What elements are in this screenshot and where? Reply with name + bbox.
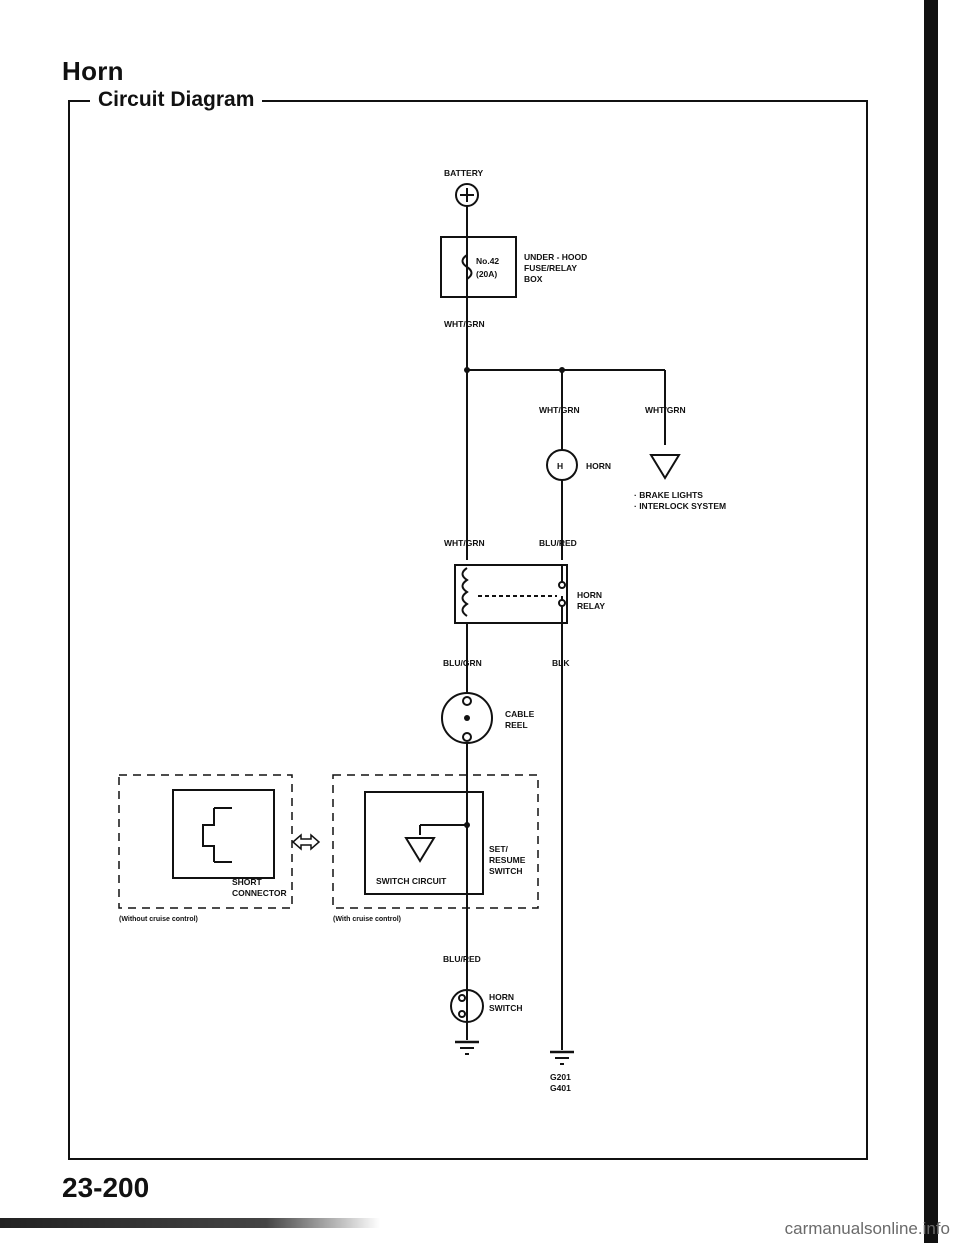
wire-label-blu-red: BLU/RED: [443, 954, 481, 964]
horn-switch: [450, 989, 484, 1023]
wire-label-blk: BLK: [552, 658, 570, 668]
horn-label: HORN: [586, 461, 611, 471]
switch-circuit-label: SWITCH CIRCUIT: [376, 876, 447, 886]
wire-label-wht-grn: WHT/GRN: [444, 319, 485, 329]
horn-relay-label-2: RELAY: [577, 601, 605, 611]
cable-reel-label-1: CABLE: [505, 709, 535, 719]
page-title: Horn: [62, 56, 124, 86]
horn-relay: [454, 564, 568, 624]
horn-switch-label-2: SWITCH: [489, 1003, 523, 1013]
short-connector-label-1: SHORT: [232, 877, 263, 887]
wire-label-wht-grn: WHT/GRN: [645, 405, 686, 415]
short-connector: [118, 774, 293, 909]
fuse-number-label: No.42: [476, 256, 499, 266]
double-arrow-icon: [291, 833, 321, 851]
fuse-symbol: [461, 254, 473, 280]
ground-label-2: G401: [550, 1083, 571, 1093]
footer-bar: [0, 1218, 380, 1228]
brake-lights-label: · BRAKE LIGHTS: [634, 490, 703, 500]
switch-circuit-box: [364, 791, 484, 895]
diagram-subtitle: Circuit Diagram: [90, 88, 263, 112]
cable-reel-label-2: REEL: [505, 720, 528, 730]
fuse-box-label-3: BOX: [524, 274, 543, 284]
relay-coil: [461, 567, 469, 617]
junction-dot: [464, 367, 470, 373]
page-number: 23-200: [62, 1172, 150, 1203]
set-resume-label-3: SWITCH: [489, 866, 523, 876]
wire-label-wht-grn: WHT/GRN: [444, 538, 485, 548]
ground-label-1: G201: [550, 1072, 571, 1082]
set-resume-switch: [332, 774, 539, 909]
interlock-label: · INTERLOCK SYSTEM: [634, 501, 726, 511]
brake-lights-arrow: [649, 454, 681, 480]
with-cruise-label: (With cruise control): [333, 916, 401, 923]
junction-dot: [559, 367, 565, 373]
set-resume-label-2: RESUME: [489, 855, 526, 865]
horn-relay-label-1: HORN: [577, 590, 602, 600]
short-connector-label-2: CONNECTOR: [232, 888, 287, 898]
fuse-rating-label: (20A): [476, 269, 497, 279]
horn-switch-label-1: HORN: [489, 992, 514, 1002]
watermark: carmanualsonline.info: [784, 1219, 950, 1238]
binding-edge: [924, 0, 938, 1243]
wire-label-blu-red: BLU/RED: [539, 538, 577, 548]
set-resume-label-1: SET/: [489, 844, 509, 854]
wire-label-wht-grn: WHT/GRN: [539, 405, 580, 415]
horn-symbol-letter: H: [557, 461, 563, 471]
battery-label: BATTERY: [444, 168, 484, 178]
diagram-frame: [68, 100, 868, 1160]
fuse-box-label-2: FUSE/RELAY: [524, 263, 577, 273]
without-cruise-label: (Without cruise control): [119, 916, 198, 923]
switch-circuit-arrow: [404, 837, 436, 863]
fuse-box: [440, 236, 517, 298]
wire-label-blu-grn: BLU/GRN: [443, 658, 482, 668]
junction-dot: [464, 822, 470, 828]
fuse-box-label-1: UNDER - HOOD: [524, 252, 587, 262]
